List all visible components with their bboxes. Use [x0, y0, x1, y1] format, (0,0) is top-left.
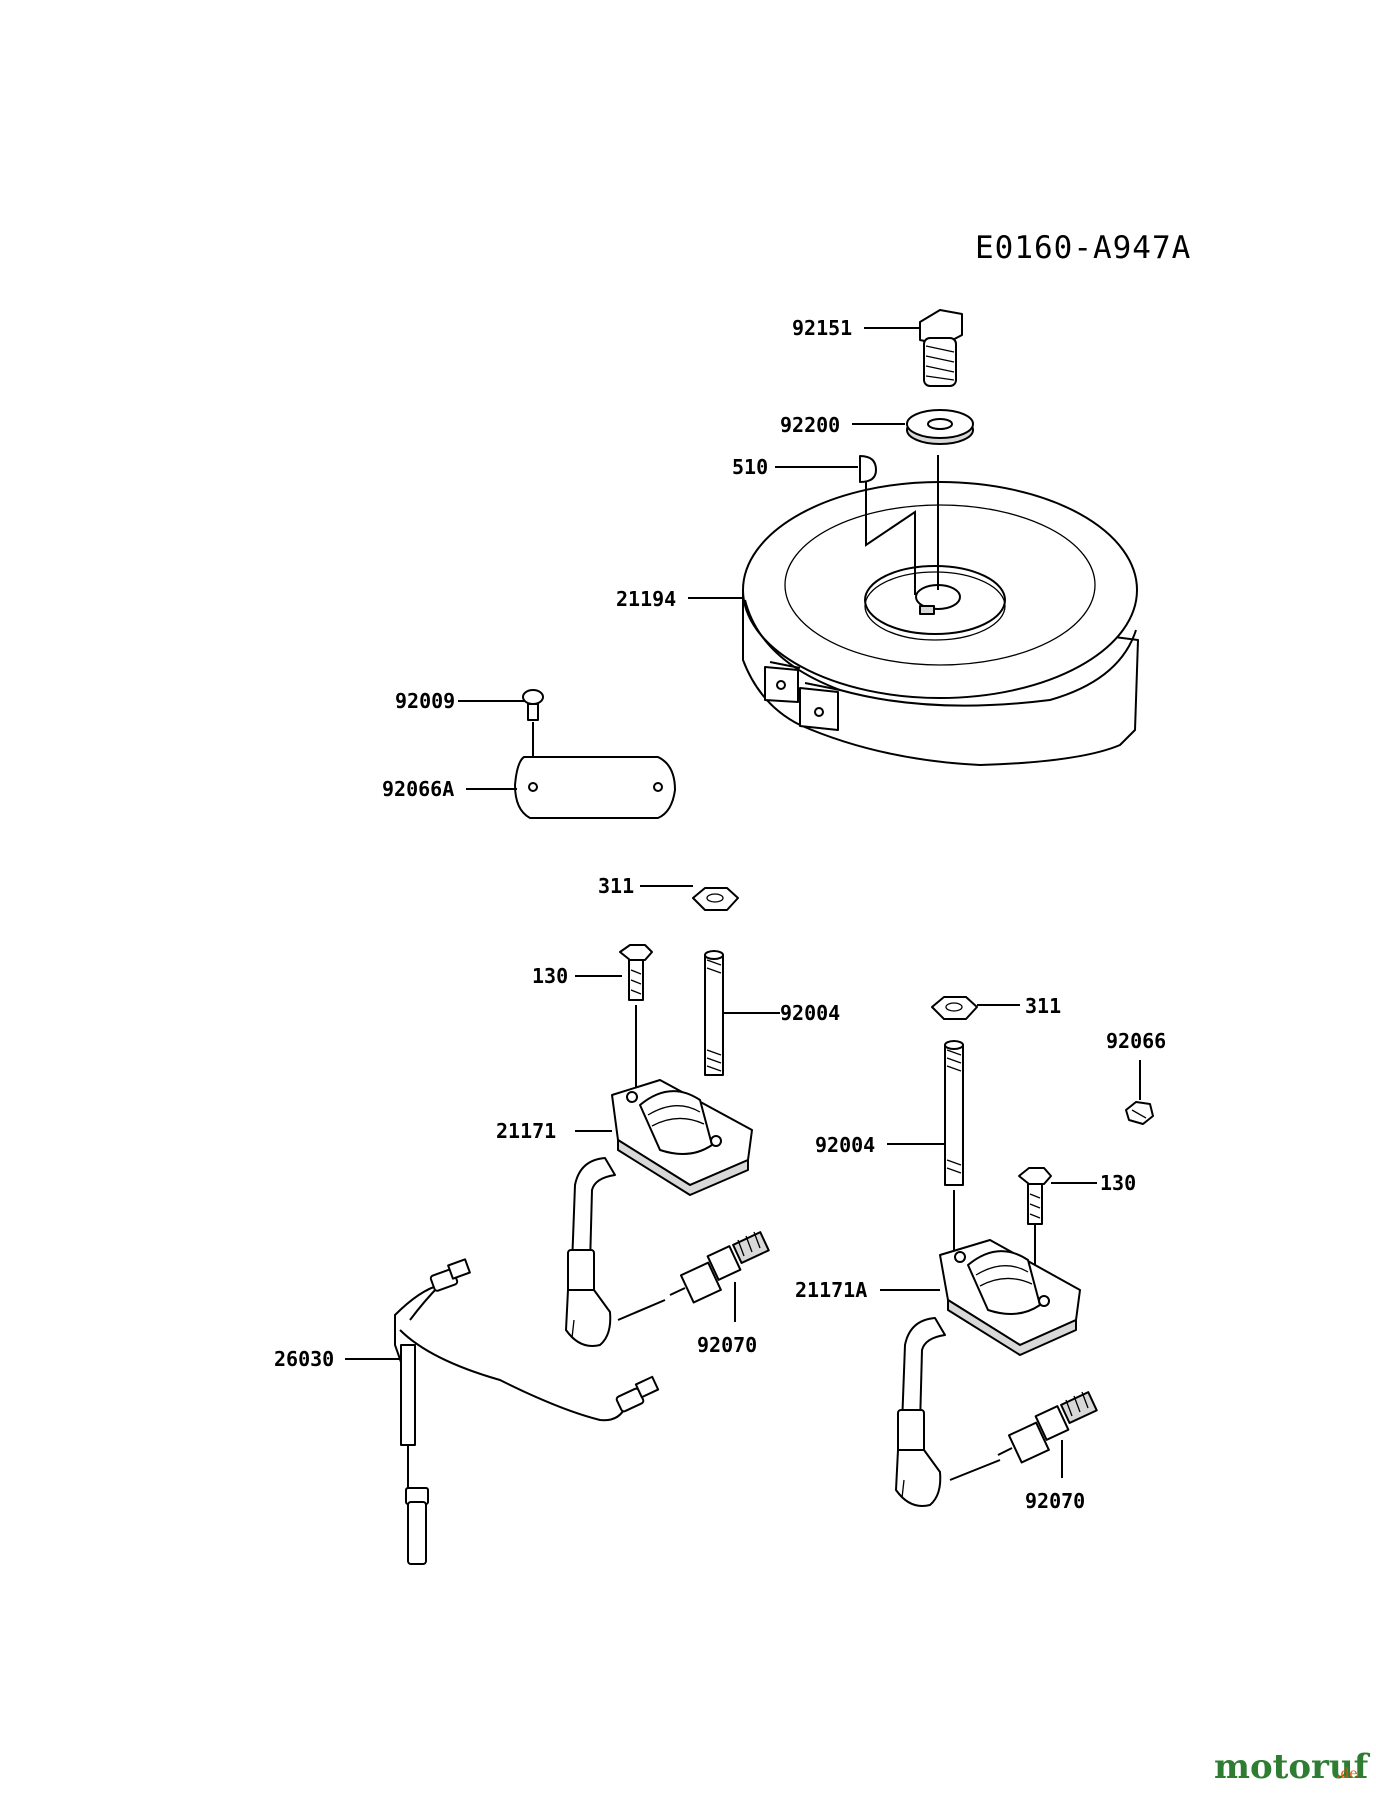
label-92070-left: 92070 — [697, 1333, 757, 1357]
diagram-code: E0160-A947A — [975, 230, 1191, 266]
bolt-130-right[interactable] — [1018, 1167, 1052, 1225]
screw-92009[interactable] — [522, 689, 544, 721]
motoruf-watermark-logo: motoruf .de — [1214, 1747, 1371, 1787]
washer-92200[interactable] — [906, 409, 974, 445]
label-311-right: 311 — [1025, 994, 1061, 1018]
spark-plug-92070-right[interactable] — [997, 1391, 1098, 1464]
label-21171A: 21171A — [795, 1278, 867, 1302]
flywheel-21194[interactable] — [742, 481, 1139, 766]
bolt-92151[interactable] — [919, 309, 963, 387]
label-92066: 92066 — [1106, 1029, 1166, 1053]
nut-311-left[interactable] — [692, 887, 739, 911]
bolt-130-left[interactable] — [619, 944, 653, 1001]
stud-92004-left[interactable] — [704, 950, 724, 1076]
spark-plug-92070-left[interactable] — [669, 1231, 770, 1304]
label-92070-right: 92070 — [1025, 1489, 1085, 1513]
label-21171: 21171 — [496, 1119, 556, 1143]
label-311-left: 311 — [598, 874, 634, 898]
plate-92066A[interactable] — [514, 756, 676, 819]
label-92004-right: 92004 — [815, 1133, 875, 1157]
watermark-main: motoruf — [1214, 1747, 1371, 1787]
label-130-left: 130 — [532, 964, 568, 988]
stud-92004-right[interactable] — [944, 1040, 964, 1186]
label-21194: 21194 — [616, 587, 676, 611]
wire-harness-26030[interactable] — [394, 1258, 660, 1565]
key-510[interactable] — [859, 455, 877, 483]
label-92066A: 92066A — [382, 777, 454, 801]
label-130-right: 130 — [1100, 1171, 1136, 1195]
nut-92066[interactable] — [1125, 1101, 1154, 1125]
ignition-coil-21171[interactable] — [565, 1079, 753, 1347]
label-92200: 92200 — [780, 413, 840, 437]
label-26030: 26030 — [274, 1347, 334, 1371]
label-92151: 92151 — [792, 316, 852, 340]
ignition-coil-21171A[interactable] — [895, 1239, 1081, 1507]
nut-311-right[interactable] — [931, 996, 978, 1020]
label-510: 510 — [732, 455, 768, 479]
watermark-suffix: .de — [1336, 1766, 1358, 1782]
label-92004-left: 92004 — [780, 1001, 840, 1025]
label-92009: 92009 — [395, 689, 455, 713]
leader-lines — [345, 327, 1097, 1478]
